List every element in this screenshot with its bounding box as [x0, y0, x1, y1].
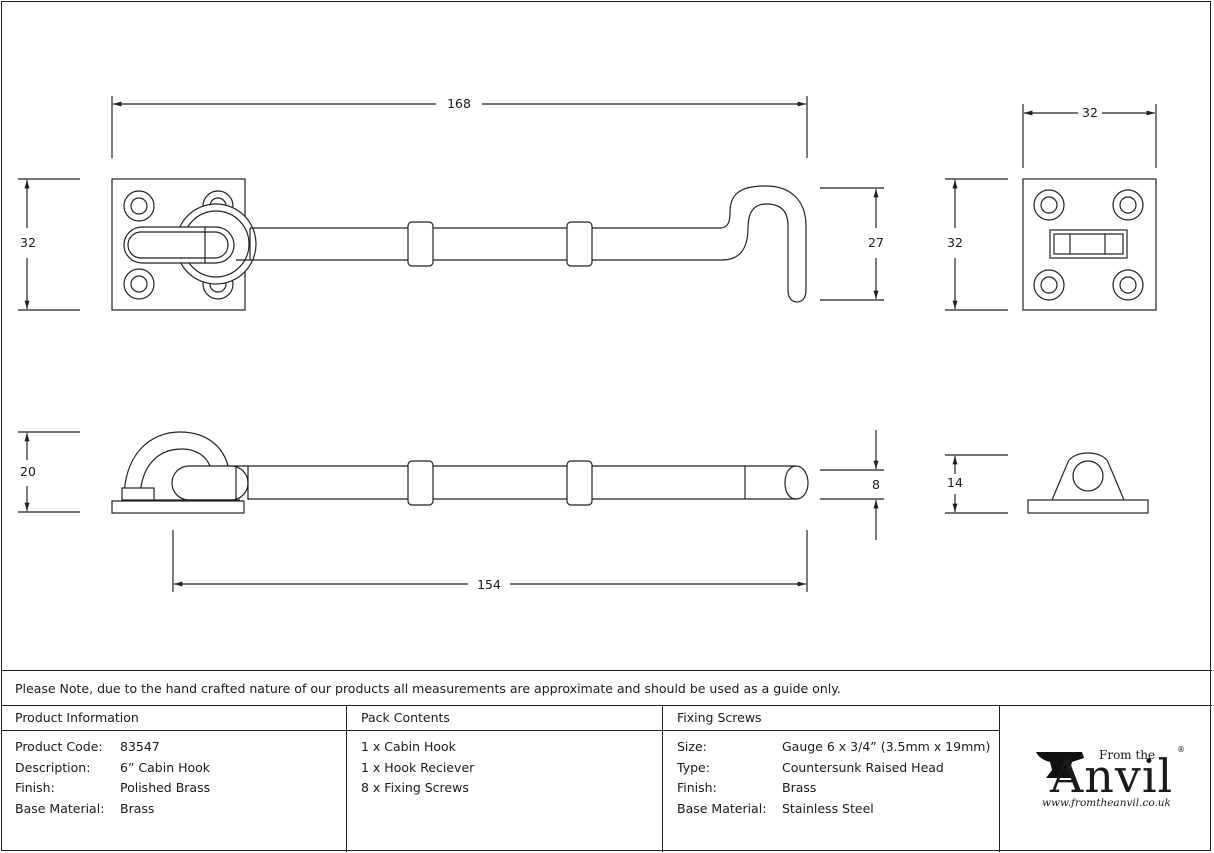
top-view-hook — [111, 178, 807, 311]
dim-label-plate-width: 32 — [1082, 105, 1098, 120]
dim-label-receiver-height: 14 — [947, 475, 963, 490]
brand-registered: ® — [1177, 745, 1185, 754]
dim-label-hook-height: 27 — [868, 235, 884, 250]
screw-key: Finish: — [677, 780, 717, 795]
info-value: Polished Brass — [120, 780, 211, 795]
info-key: Product Code: — [15, 739, 103, 754]
screw-value: Brass — [782, 780, 817, 795]
screw-value: Stainless Steel — [782, 800, 874, 816]
screw-row: Base Material: Stainless Steel — [677, 801, 999, 822]
measurement-note: Please Note, due to the hand crafted nat… — [1, 670, 1212, 706]
dim-label-rod-length: 154 — [477, 577, 501, 592]
screw-row: Type: Countersunk Raised Head — [677, 760, 999, 781]
pack-item: 1 x Hook Reciever — [361, 759, 475, 775]
screw-row: Size: Gauge 6 x 3/4” (3.5mm x 19mm) — [677, 739, 999, 760]
brand-logo: From the ® Anvil www.fromtheanvil.co.uk — [1000, 706, 1212, 852]
brand-name: Anvil — [1050, 749, 1174, 803]
product-information-panel: Product Information Product Code: 83547 D… — [1, 706, 347, 852]
screw-key: Size: — [677, 739, 707, 754]
pack-item: 8 x Fixing Screws — [361, 780, 469, 795]
info-key: Base Material: — [15, 800, 105, 816]
brand-url: www.fromtheanvil.co.uk — [1042, 797, 1171, 809]
receiver-side — [1027, 452, 1149, 514]
receiver-plate-top — [1022, 178, 1157, 311]
info-row: Description: 6” Cabin Hook — [15, 760, 346, 781]
info-key: Description: — [15, 759, 91, 775]
brand-from-the: From the — [1099, 748, 1156, 762]
info-value: 83547 — [120, 739, 160, 754]
pack-contents-heading: Pack Contents — [347, 706, 662, 731]
dim-label-plate-height-left: 32 — [20, 235, 36, 250]
technical-drawing: 168 32 27 32 32 20 8 14 154 — [18, 96, 1157, 592]
dim-label-top-length: 168 — [447, 96, 471, 111]
dim-label-plate-height-right: 32 — [947, 235, 963, 250]
pack-contents-panel: Pack Contents 1 x Cabin Hook 1 x Hook Re… — [347, 706, 663, 852]
product-information-heading: Product Information — [1, 706, 346, 731]
info-value: Brass — [120, 800, 155, 816]
info-row: Finish: Polished Brass — [15, 780, 346, 801]
dim-label-rod-diameter: 8 — [872, 477, 880, 492]
info-row: Base Material: Brass — [15, 801, 346, 822]
screw-key: Base Material: — [677, 800, 767, 816]
info-key: Finish: — [15, 780, 55, 795]
info-value: 6” Cabin Hook — [120, 759, 211, 775]
screw-row: Finish: Brass — [677, 780, 999, 801]
side-view-hook — [111, 431, 809, 514]
screw-value: Countersunk Raised Head — [782, 759, 944, 775]
screw-key: Type: — [677, 759, 710, 775]
anvil-icon — [1036, 752, 1084, 778]
pack-item: 1 x Cabin Hook — [361, 739, 456, 754]
info-row: Product Code: 83547 — [15, 739, 346, 760]
screw-value: Gauge 6 x 3/4” (3.5mm x 19mm) — [782, 739, 991, 754]
dim-label-side-height: 20 — [20, 464, 36, 479]
fixing-screws-panel: Fixing Screws Size: Gauge 6 x 3/4” (3.5mm… — [663, 706, 1000, 852]
fixing-screws-heading: Fixing Screws — [663, 706, 999, 731]
